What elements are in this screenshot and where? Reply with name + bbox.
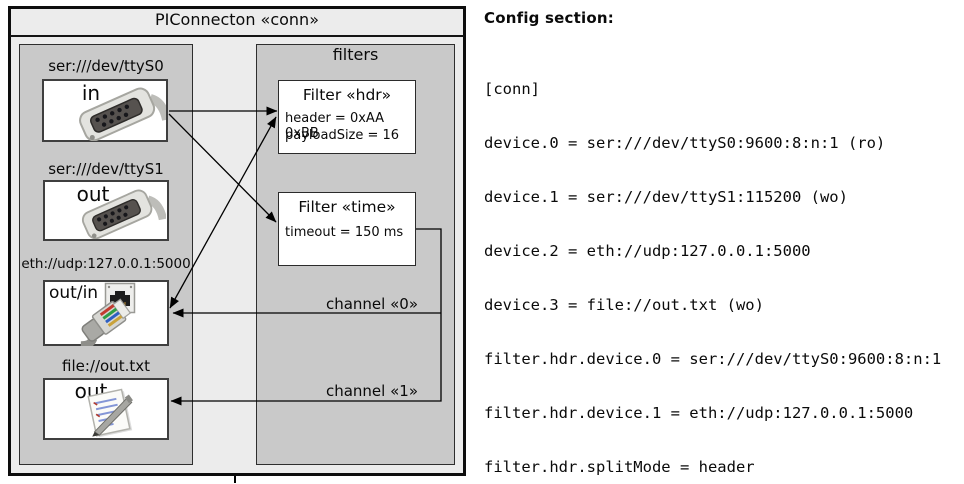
filter-hdr-prop-header: header = 0xAA 0xBB bbox=[285, 111, 385, 141]
channel-1-label: channel «1» bbox=[325, 382, 418, 400]
config-line: [conn] bbox=[484, 80, 540, 98]
device-label-file: file://out.txt bbox=[62, 357, 150, 375]
serial-connector-icon bbox=[79, 87, 166, 141]
ethernet-plug-icon bbox=[80, 298, 132, 346]
serial-connector-icon bbox=[81, 189, 166, 239]
diagram-title: PIConnecton «conn» bbox=[155, 10, 319, 29]
device-label-ttyS0: ser:///dev/ttyS0 bbox=[48, 57, 164, 75]
channel-0-label: channel «0» bbox=[325, 295, 418, 313]
title-separator bbox=[10, 35, 464, 37]
device-mode-eth: out/in bbox=[49, 283, 99, 303]
filter-hdr-title: Filter «hdr» bbox=[302, 86, 392, 104]
filter-time-title: Filter «time» bbox=[298, 198, 396, 216]
device-mode-ttyS1: out bbox=[76, 182, 110, 206]
filter-time-prop-timeout: timeout = 150 ms bbox=[285, 225, 404, 240]
config-line: device.1 = ser:///dev/ttyS1:115200 (wo) bbox=[484, 188, 848, 206]
config-line: device.3 = file://out.txt (wo) bbox=[484, 296, 764, 314]
config-text-block: [conn] device.0 = ser:///dev/ttyS0:9600:… bbox=[484, 44, 962, 484]
device-label-ttyS1: ser:///dev/ttyS1 bbox=[48, 160, 164, 178]
filter-hdr-box bbox=[278, 80, 416, 154]
config-line: device.0 = ser:///dev/ttyS0:9600:8:n:1 (… bbox=[484, 134, 886, 152]
device-label-eth: eth://udp:127.0.0.1:5000 bbox=[21, 256, 191, 272]
config-line: filter.hdr.splitMode = header bbox=[484, 458, 755, 476]
filters-panel-title: filters bbox=[332, 45, 379, 64]
device-mode-ttyS0: in bbox=[81, 81, 101, 105]
config-line: device.2 = eth://udp:127.0.0.1:5000 bbox=[484, 242, 811, 260]
config-line: filter.hdr.device.1 = eth://udp:127.0.0.… bbox=[484, 404, 914, 422]
notepad-icon bbox=[87, 388, 133, 438]
bottom-tick bbox=[234, 476, 236, 483]
config-section-heading: Config section: bbox=[484, 9, 614, 27]
filter-hdr-prop-payload: payloadSize = 16 bbox=[285, 128, 400, 143]
config-line: filter.hdr.device.0 = ser:///dev/ttyS0:9… bbox=[484, 350, 942, 368]
